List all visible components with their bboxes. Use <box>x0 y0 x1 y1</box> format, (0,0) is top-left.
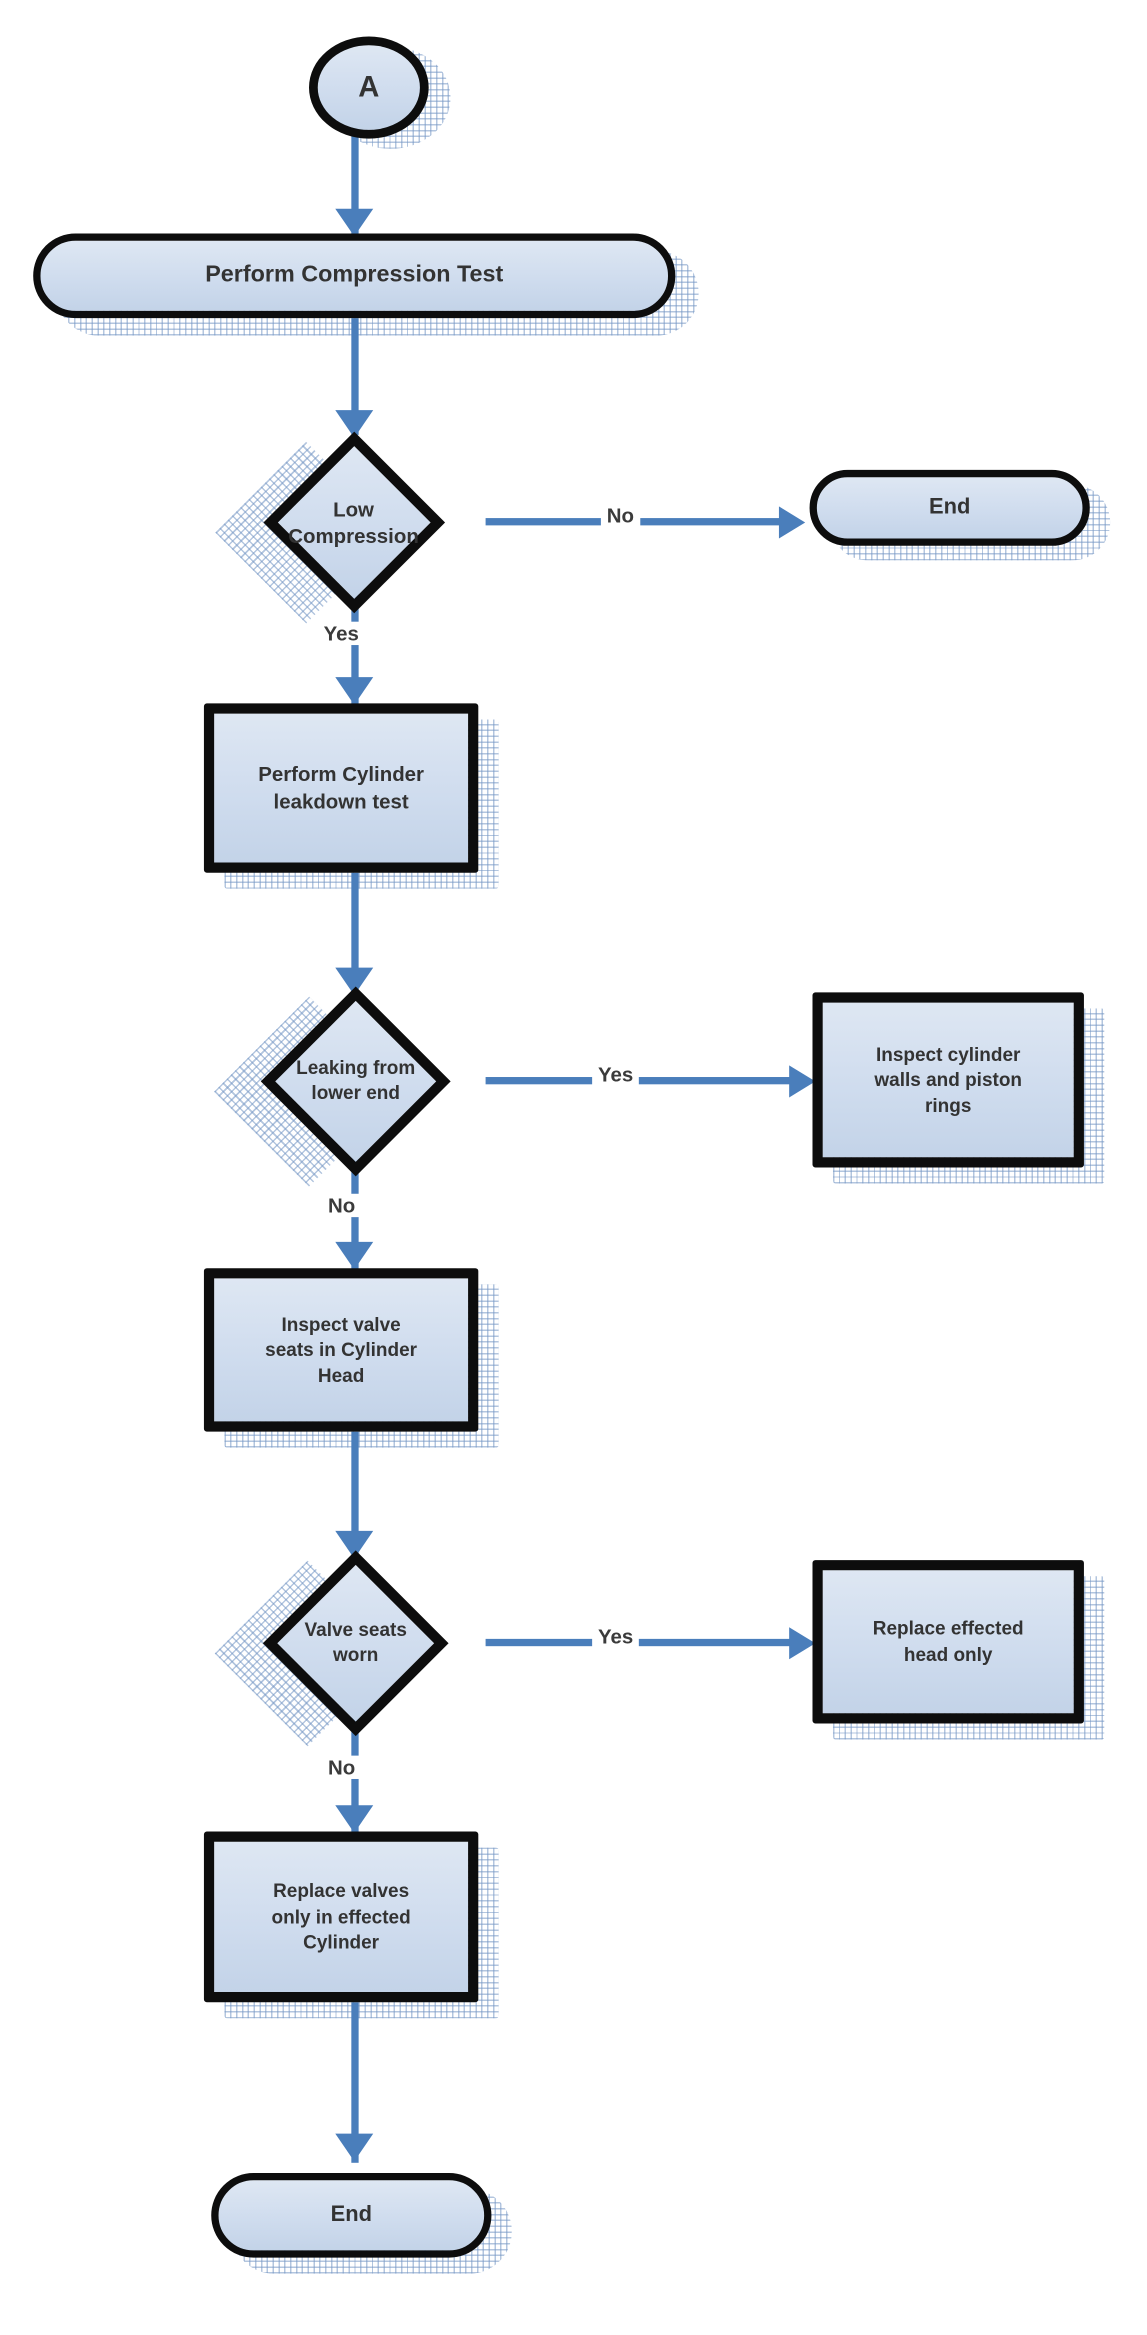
node-start-a[interactable]: A <box>309 36 430 139</box>
edge-label-no-low-compression: No <box>601 503 641 527</box>
edge-no-leaking-arrow <box>335 1241 374 1270</box>
flowchart-scaler: A Perform Compression Test Low Compressi… <box>4 0 1142 2335</box>
edge-yes-worn-arrow <box>789 1627 816 1660</box>
edge-leakdown-to-decision-line <box>351 872 359 996</box>
node-leaking-lower-end[interactable]: Leaking from lower end <box>261 986 451 1177</box>
edge-replace-to-end-line <box>351 2002 359 2163</box>
node-low-compression-label-line1: Low <box>333 497 375 521</box>
edge-label-yes-low-compression: Yes <box>318 621 366 646</box>
edge-label-yes-leaking: Yes <box>592 1062 640 1086</box>
edge-compression-to-decision-line <box>351 318 359 435</box>
edge-no-low-compression-arrow <box>779 506 806 539</box>
edge-yes-leaking-line <box>485 1077 796 1085</box>
node-end-top[interactable]: End <box>809 469 1091 546</box>
node-replace-valves-label-line3: Cylinder <box>303 1931 380 1954</box>
node-start-a-label: A <box>358 70 380 103</box>
node-inspect-valve[interactable]: Inspect valve seats in Cylinder Head <box>204 1268 479 1432</box>
node-low-compression[interactable]: Low Compression <box>263 431 446 614</box>
node-valve-seats-worn-label-line2: worn <box>333 1643 379 1666</box>
edge-yes-leaking-arrow <box>789 1065 816 1098</box>
edge-a-to-compression-line <box>351 135 359 235</box>
node-inspect-valve-label-line2: seats in Cylinder <box>265 1338 418 1361</box>
edge-replace-to-end-arrow <box>335 2133 374 2162</box>
node-leakdown-test[interactable]: Perform Cylinder leakdown test <box>204 703 479 873</box>
node-end-top-label: End <box>929 494 971 520</box>
node-inspect-valve-label-line1: Inspect valve <box>281 1312 402 1335</box>
node-end-bottom-label: End <box>330 2202 373 2227</box>
edge-no-worn-arrow <box>335 1805 374 1833</box>
node-replace-valves-label-line2: only in effected <box>271 1905 412 1928</box>
edge-label-no-leaking: No <box>322 1193 362 1218</box>
node-valve-seats-worn[interactable]: Valve seats worn <box>263 1550 449 1737</box>
node-leaking-lower-end-label-line1: Leaking from <box>296 1056 416 1079</box>
node-replace-head[interactable]: Replace effected head only <box>812 1560 1085 1724</box>
node-compression-test[interactable]: Perform Compression Test <box>33 233 676 319</box>
edge-label-yes-worn: Yes <box>592 1624 640 1648</box>
edge-label-no-worn: No <box>322 1755 362 1779</box>
node-replace-head-label-line1: Replace effected <box>873 1617 1024 1640</box>
edge-yes-low-compression-arrow <box>335 677 374 705</box>
node-leakdown-test-label-line1: Perform Cylinder <box>258 761 425 786</box>
node-inspect-cylinder[interactable]: Inspect cylinder walls and piston rings <box>812 992 1085 1168</box>
node-leakdown-test-label-line2: leakdown test <box>273 789 410 813</box>
edge-valve-to-decision-line <box>351 1431 359 1559</box>
node-inspect-cylinder-label-line2: walls and piston <box>874 1068 1023 1091</box>
node-inspect-cylinder-label-line1: Inspect cylinder <box>876 1042 1021 1065</box>
node-end-bottom[interactable]: End <box>211 2173 492 2258</box>
node-low-compression-label-line2: Compression <box>288 523 420 548</box>
node-valve-seats-worn-label-line1: Valve seats <box>304 1618 408 1641</box>
node-replace-valves[interactable]: Replace valves only in effected Cylinder <box>204 1831 479 2003</box>
edge-a-to-compression-arrow <box>335 208 374 237</box>
node-replace-valves-label-line1: Replace valves <box>273 1879 410 1902</box>
edge-yes-worn-line <box>485 1638 796 1647</box>
node-inspect-cylinder-label-line3: rings <box>925 1094 972 1117</box>
node-leaking-lower-end-label-line2: lower end <box>311 1081 401 1104</box>
node-replace-head-label-line2: head only <box>904 1643 993 1666</box>
node-compression-test-label: Perform Compression Test <box>205 262 504 288</box>
node-inspect-valve-label-line3: Head <box>318 1364 365 1387</box>
